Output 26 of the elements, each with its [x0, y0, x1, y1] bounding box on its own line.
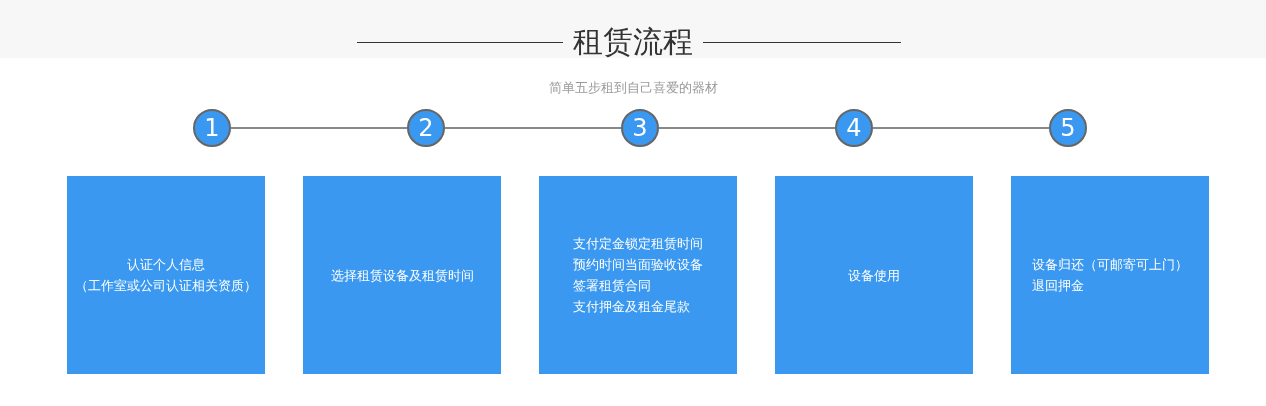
connector-line — [230, 127, 408, 129]
step-box — [303, 176, 501, 374]
step-text: 预约时间当面验收设备 — [573, 256, 703, 274]
step-number-circle: 4 — [835, 109, 873, 147]
step-text: 设备使用 — [848, 266, 900, 285]
connector-line — [444, 127, 622, 129]
subtitle: 简单五步租到自己喜爱的器材 — [547, 79, 719, 97]
step-text: （工作室或公司认证相关资质） — [75, 277, 257, 295]
step-number-circle: 1 — [193, 109, 231, 147]
step-text: 设备归还（可邮寄可上门） — [1032, 256, 1188, 274]
connector-line — [658, 127, 836, 129]
step-text: 退回押金 — [1032, 277, 1084, 295]
step-box — [775, 176, 973, 374]
connector-line — [872, 127, 1050, 129]
step-box — [1011, 176, 1209, 374]
step-number-circle: 3 — [621, 109, 659, 147]
step-number-circle: 5 — [1049, 109, 1087, 147]
step-text: 签署租赁合同 — [573, 277, 651, 295]
step-box — [67, 176, 265, 374]
step-text: 认证个人信息 — [127, 256, 205, 274]
step-text: 支付定金锁定租赁时间 — [573, 235, 703, 253]
title: 租赁流程 — [573, 24, 693, 59]
step-text: 选择租赁设备及租赁时间 — [330, 266, 474, 285]
step-text: 支付押金及租金尾款 — [573, 298, 690, 316]
step-box — [539, 176, 737, 374]
step-number-circle: 2 — [407, 109, 445, 147]
